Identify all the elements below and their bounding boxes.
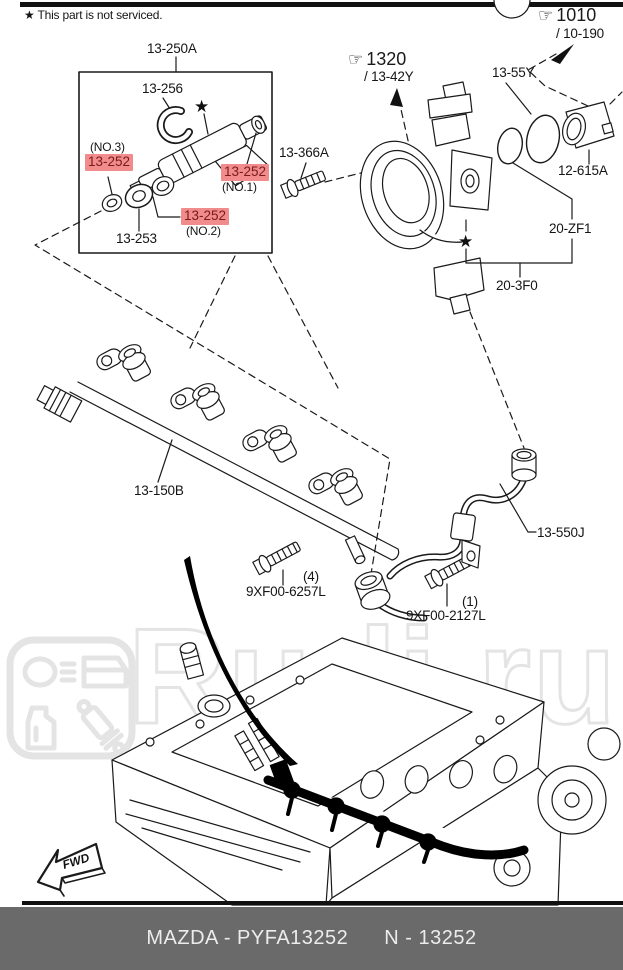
dashed-leaders [34, 53, 623, 575]
shock-absorber-icon [76, 699, 126, 755]
part-label-13-250a: 13-250A [147, 41, 197, 56]
wiring-harness [263, 759, 529, 864]
footer-catalog-code: MAZDA - PYFA13252 [146, 927, 349, 949]
bolt-rail [251, 537, 304, 577]
rail-bolt-code: 9XF00-6257L [246, 584, 326, 599]
car-door-icon [81, 655, 129, 689]
part-label-no1: (NO.1) [222, 180, 257, 194]
bolt-13-366a [280, 170, 326, 199]
star-injector: ★ [194, 97, 209, 117]
pointer-icon: ☞ [538, 6, 554, 25]
fwd-arrow: FWD [36, 842, 106, 897]
part-label-20-zf1: 20-ZF1 [549, 221, 592, 236]
bottom-rule [22, 901, 623, 905]
part-label-13-366a: 13-366A [279, 145, 329, 160]
washer-13-253 [124, 183, 154, 209]
top-rule [20, 2, 623, 7]
oring-no1 [251, 115, 266, 134]
rail-bolt-qty: (4) [303, 569, 319, 584]
ref-1320[interactable]: ☞ 1320 [348, 49, 406, 70]
ref-1320-code: 1320 [366, 49, 407, 69]
oring-small [496, 127, 524, 165]
ref-1010[interactable]: ☞ 1010 [538, 5, 596, 26]
ref-1320-sub[interactable]: / 13-42Y [364, 69, 414, 84]
part-label-13-550j: 13-550J [537, 525, 585, 540]
headlight-icon [22, 656, 58, 688]
part-label-13-252-no2[interactable]: 13-252 [181, 208, 230, 225]
part-label-no3: (NO.3) [90, 140, 125, 154]
part-label-20-3f0: 20-3F0 [496, 278, 538, 293]
star-throttle: ★ [458, 232, 473, 252]
arrowhead-1320 [390, 88, 403, 107]
footer-bar: MAZDA - PYFA13252 N - 13252 [0, 907, 623, 970]
part-label-13-252-no3[interactable]: 13-252 [85, 154, 134, 171]
part-label-13-252-no1[interactable]: 13-252 [221, 164, 270, 181]
clip-13-256 [156, 106, 193, 145]
part-label-13-256: 13-256 [142, 81, 183, 96]
part-label-12-615a: 12-615A [558, 163, 608, 178]
pipe-bolt-code: 9XF00-2127L [406, 608, 486, 623]
oring-no2 [151, 176, 175, 196]
fuel-rail [36, 336, 400, 565]
arrowhead-1010 [551, 44, 574, 64]
fuel-pipe [354, 448, 537, 622]
service-note: ★ This part is not serviced. [24, 8, 163, 22]
part-label-13-150b: 13-150B [134, 483, 184, 498]
part-label-no2: (NO.2) [186, 224, 221, 238]
ref-1010-code: 1010 [556, 5, 597, 25]
oring-large [525, 114, 561, 164]
throttle-body [359, 81, 493, 315]
footer-part-number: N - 13252 [384, 927, 477, 949]
part-label-13-55y: 13-55Y [492, 65, 535, 80]
pipe-bolt-qty: (1) [462, 594, 478, 609]
watermark-frame [6, 636, 136, 760]
part-label-13-253: 13-253 [116, 231, 157, 246]
ref-1010-sub[interactable]: / 10-190 [556, 26, 604, 41]
pointer-icon: ☞ [348, 50, 364, 69]
star-icon: ★ [24, 8, 35, 22]
oring-no3 [101, 194, 123, 212]
engine-drawing [111, 0, 621, 906]
oil-can-icon [25, 705, 57, 751]
watermark-icons [6, 636, 136, 760]
sensor-12-615a [561, 101, 615, 149]
